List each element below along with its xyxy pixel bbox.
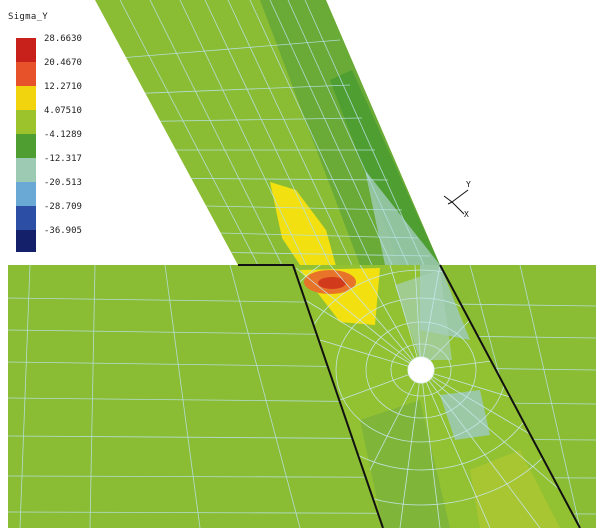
legend-label: -12.317 <box>44 154 82 164</box>
triad-y-label: Y <box>466 180 471 189</box>
triad-x-label: X <box>464 210 469 219</box>
axis-triad-icon: Y X <box>440 180 476 222</box>
legend-swatch <box>16 158 36 182</box>
color-legend: Sigma_Y 28.6630 20.4670 12.2710 4.07510 … <box>8 12 104 262</box>
legend-swatch <box>16 206 36 230</box>
legend-title: Sigma_Y <box>8 12 49 22</box>
inclined-member <box>95 0 440 265</box>
legend-swatch <box>16 38 36 62</box>
edge-outline-left <box>238 264 384 528</box>
legend-label: -28.709 <box>44 202 82 212</box>
legend-label: 4.07510 <box>44 106 82 116</box>
legend-label: -4.1289 <box>44 130 82 140</box>
legend-label: -20.513 <box>44 178 82 188</box>
yellow-stress-region <box>270 182 336 265</box>
legend-swatch <box>16 230 36 252</box>
legend-label: 12.2710 <box>44 82 82 92</box>
legend-swatch <box>16 134 36 158</box>
bolt-hole <box>407 356 435 384</box>
legend-swatch <box>16 182 36 206</box>
legend-swatch <box>16 110 36 134</box>
legend-swatch <box>16 62 36 86</box>
legend-label: 28.6630 <box>44 34 82 44</box>
legend-label: 20.4670 <box>44 58 82 68</box>
legend-swatch <box>16 86 36 110</box>
legend-label: -36.905 <box>44 226 82 236</box>
joint-region <box>238 264 581 528</box>
edge-outline-right <box>439 264 581 528</box>
